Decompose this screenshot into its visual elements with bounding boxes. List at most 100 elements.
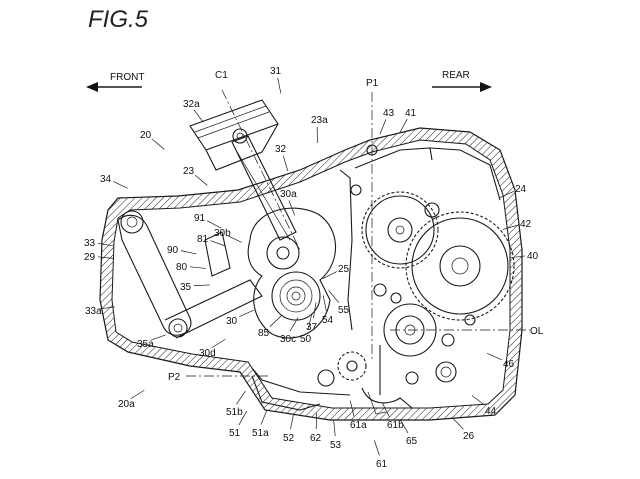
- callout-26: 26: [463, 431, 475, 442]
- callout-33: 33: [84, 238, 96, 249]
- connecting-rod-32: [231, 135, 297, 241]
- leader-line: [236, 390, 246, 405]
- leader-line: [289, 317, 299, 332]
- callout-29: 29: [84, 252, 96, 263]
- leader-line: [239, 309, 254, 318]
- leader-line: [98, 306, 115, 310]
- leader-line: [509, 255, 526, 259]
- leader-line: [130, 389, 145, 400]
- callout-61: 61: [376, 459, 388, 470]
- rear-label: REAR: [442, 70, 470, 81]
- leader-line: [113, 181, 128, 189]
- callout-30: 30: [226, 316, 238, 327]
- oil-strainer-51: [251, 369, 335, 411]
- callout-35: 35: [180, 282, 192, 293]
- callout-54: 54: [322, 315, 334, 326]
- callout-50: 50: [300, 334, 312, 345]
- leader-line: [189, 266, 206, 269]
- leader-line: [282, 155, 289, 172]
- inner-partitions: [251, 147, 501, 396]
- leader-line: [313, 302, 317, 319]
- callout-34: 34: [100, 174, 112, 185]
- leader-line: [193, 284, 210, 286]
- callout-61b: 61b: [387, 420, 404, 431]
- leader-line: [260, 409, 268, 425]
- callout-30d: 30d: [199, 348, 216, 359]
- leader-line: [399, 118, 408, 134]
- leader-line: [349, 400, 355, 417]
- callout-91: 91: [194, 213, 206, 224]
- callout-33a: 33a: [85, 306, 102, 317]
- callout-23: 23: [183, 166, 195, 177]
- leader-line: [97, 256, 114, 259]
- front-label: FRONT: [110, 72, 144, 83]
- callout-85: 85: [258, 328, 270, 339]
- callout-80: 80: [176, 262, 188, 273]
- callout-61a: 61a: [350, 420, 367, 431]
- callout-62: 62: [310, 433, 322, 444]
- figure-title: FIG.5: [88, 6, 149, 33]
- leader-line: [502, 224, 519, 230]
- callout-25: 25: [338, 264, 350, 275]
- callout-24: 24: [515, 184, 527, 195]
- leader-line: [288, 200, 296, 216]
- front-arrow: [86, 82, 142, 92]
- leader-line: [180, 250, 197, 255]
- callout-53: 53: [330, 440, 342, 451]
- callout-51: 51: [229, 428, 241, 439]
- leader-line: [269, 315, 282, 327]
- leader-line: [307, 314, 312, 331]
- callout-40: 40: [527, 251, 539, 262]
- crankcase-outer-wall: [99, 127, 523, 421]
- callout-20a: 20a: [118, 399, 135, 410]
- label-OL: OL: [530, 326, 544, 337]
- leader-line: [452, 417, 464, 430]
- callout-32a: 32a: [183, 99, 200, 110]
- callout-46: 46: [503, 359, 515, 370]
- leader-line: [290, 413, 294, 430]
- leader-line: [227, 235, 242, 243]
- callout-41: 41: [405, 108, 417, 119]
- small-bolts: [350, 144, 476, 385]
- callout-44: 44: [485, 406, 497, 417]
- callout-35a: 35a: [137, 339, 154, 350]
- callout-leaders: [97, 77, 526, 456]
- label-P1: P1: [366, 78, 379, 89]
- leader-line: [471, 395, 485, 406]
- gear-43: [361, 191, 439, 269]
- gear-40: [405, 211, 515, 321]
- leader-line: [210, 240, 226, 247]
- callout-55: 55: [338, 305, 350, 316]
- callout-30c: 30c: [280, 334, 296, 345]
- leader-line: [277, 77, 282, 94]
- leader-line: [150, 334, 166, 341]
- callout-52: 52: [283, 433, 295, 444]
- callout-31: 31: [270, 66, 282, 77]
- callout-37: 37: [306, 322, 318, 333]
- callout-23a: 23a: [311, 115, 328, 126]
- piston-31: [189, 99, 279, 171]
- leader-line: [97, 242, 114, 247]
- callout-43: 43: [383, 108, 395, 119]
- leader-line: [151, 138, 165, 150]
- leader-line: [399, 419, 409, 434]
- callout-32: 32: [275, 144, 287, 155]
- label-P2: P2: [168, 372, 181, 383]
- crankshaft-30: [247, 207, 337, 339]
- leader-line: [194, 174, 208, 186]
- callout-90: 90: [167, 245, 179, 256]
- cylinder-axis-c1: [221, 89, 301, 251]
- leader-line: [322, 271, 338, 280]
- callout-42: 42: [520, 219, 532, 230]
- callout-30a: 30a: [280, 189, 297, 200]
- leader-line: [328, 290, 340, 304]
- leader-line: [486, 353, 502, 361]
- callout-30b: 30b: [214, 228, 231, 239]
- callout-51b: 51b: [226, 407, 243, 418]
- swing-arm-33: [117, 210, 263, 339]
- label-C1: C1: [215, 70, 228, 81]
- leader-line: [206, 220, 222, 229]
